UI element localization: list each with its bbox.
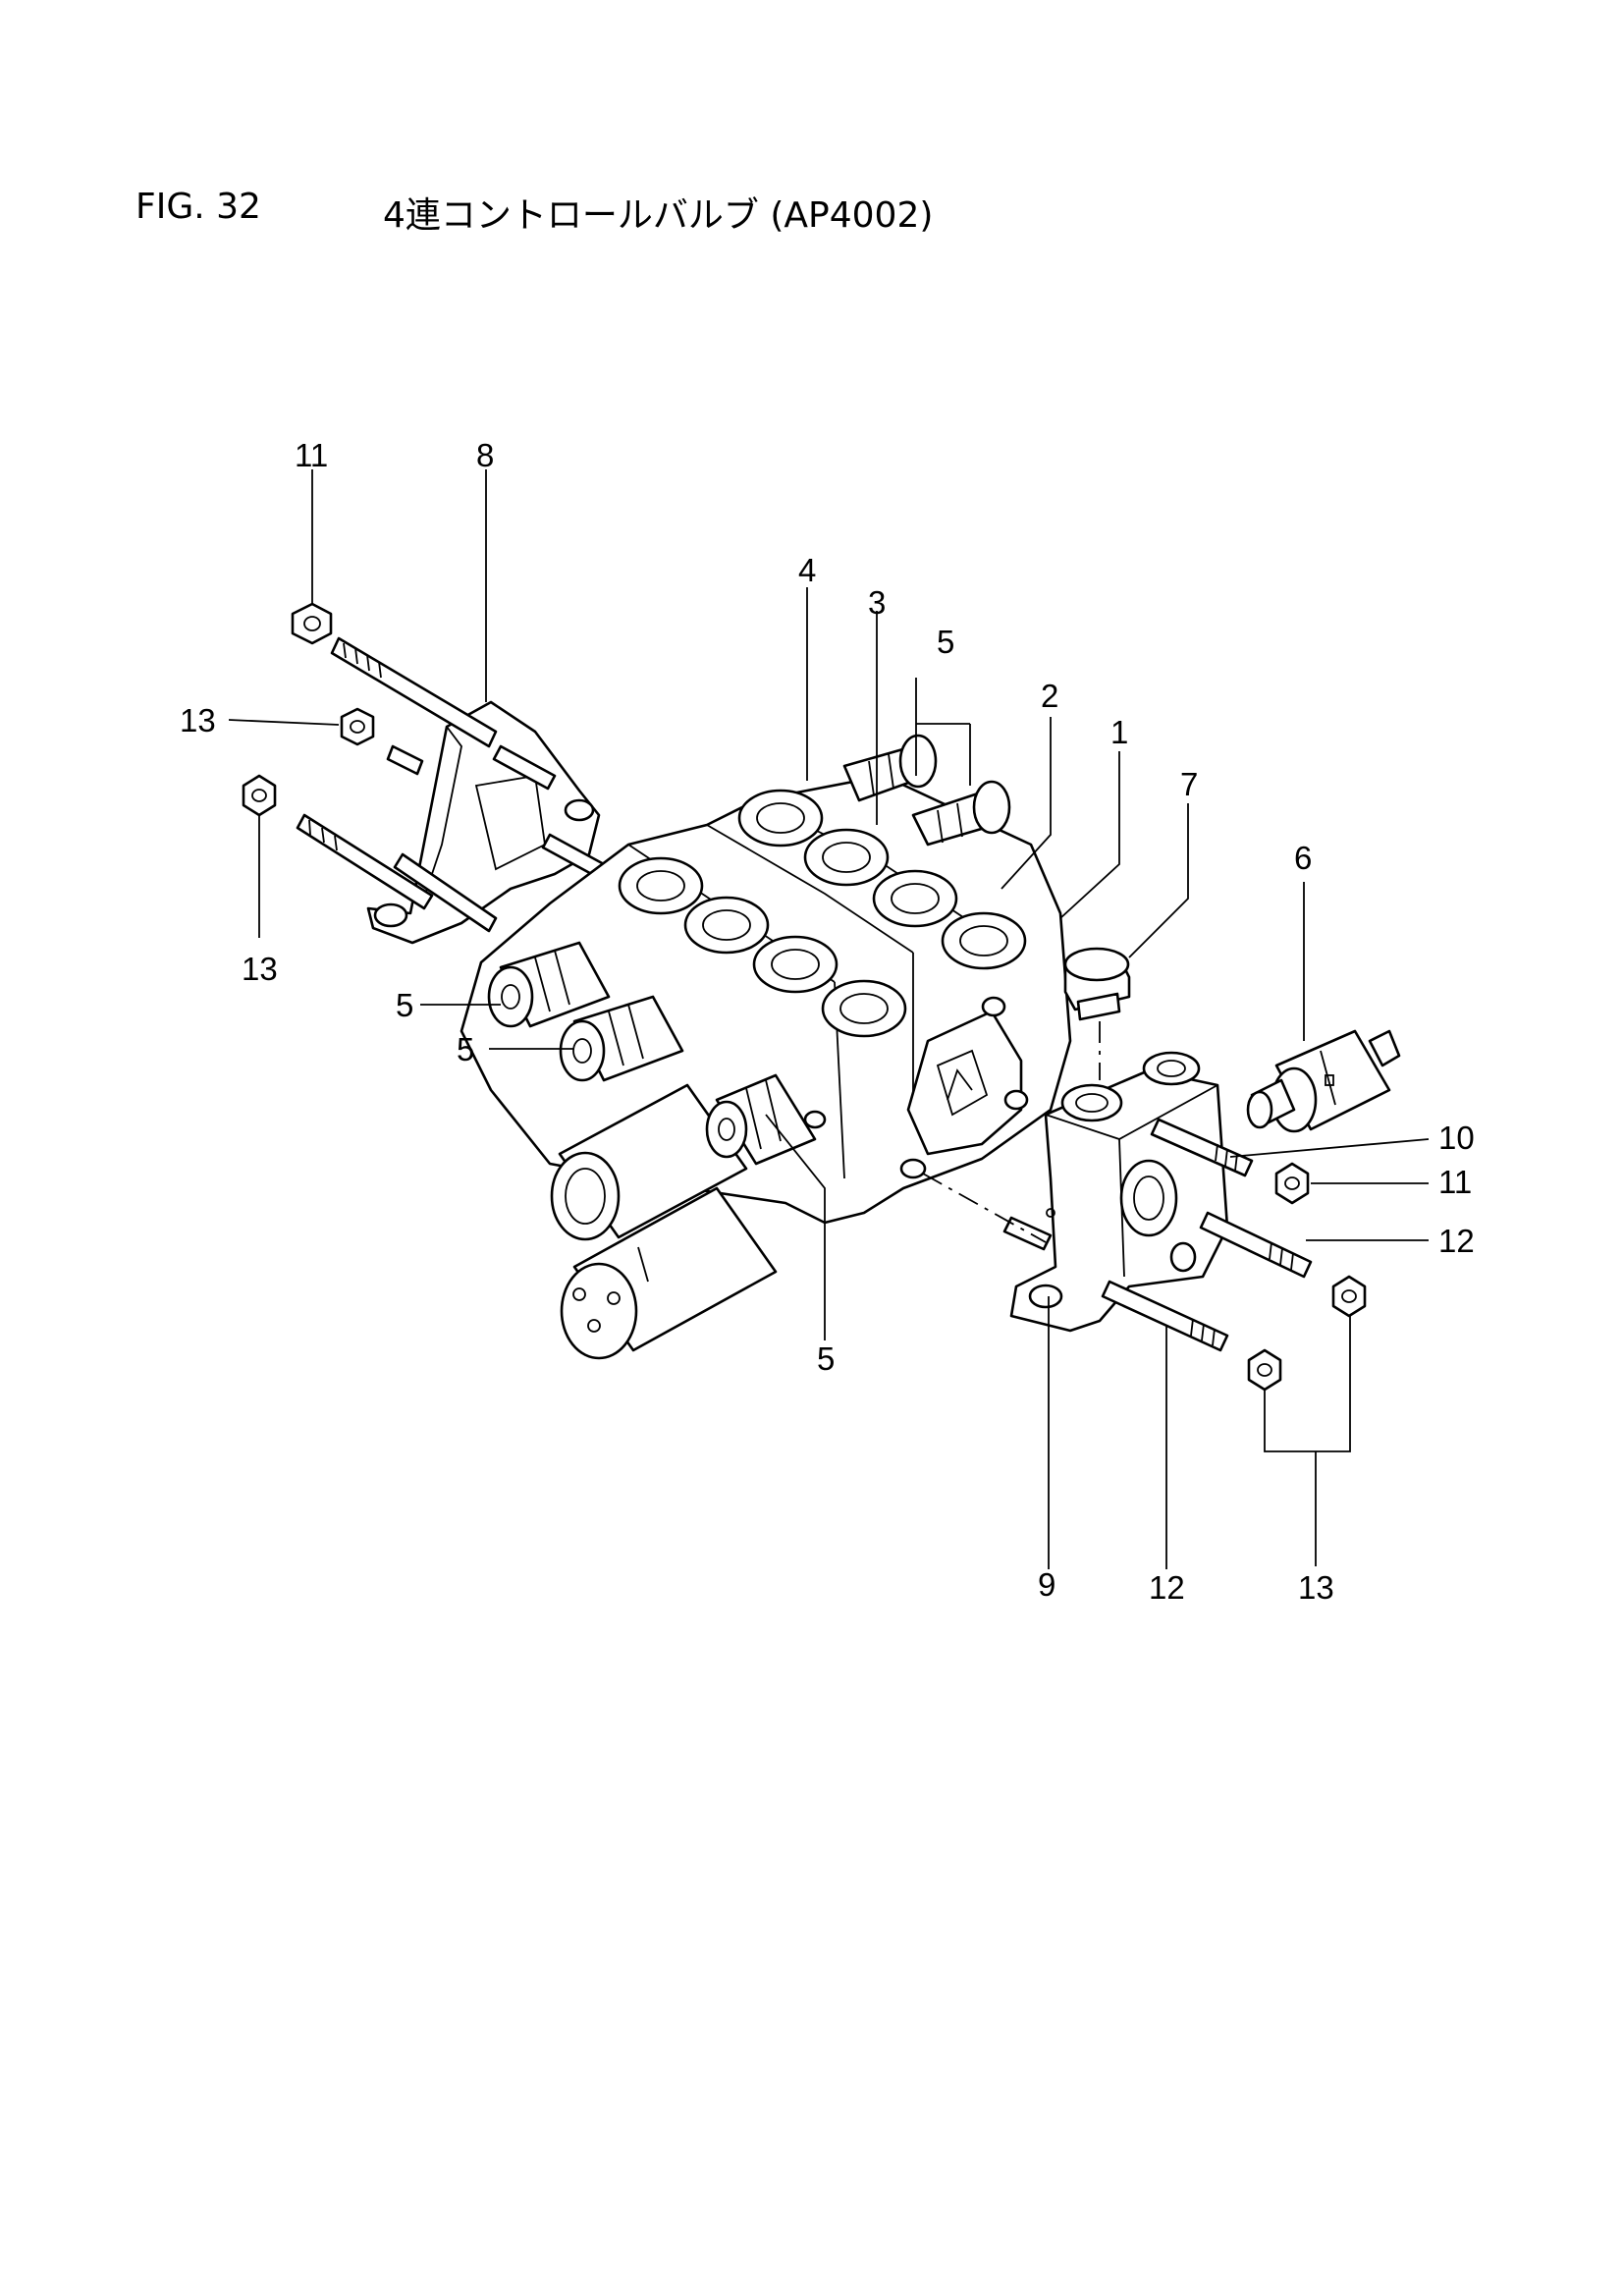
spool-caps-back [842, 734, 1011, 847]
leader-lines [228, 469, 1430, 1569]
callout-12-right: 12 [1438, 1223, 1475, 1259]
figure-number: FIG. 32 [135, 187, 261, 227]
plug [1063, 947, 1131, 1021]
callout-5-left-lower: 5 [457, 1031, 474, 1067]
callout-8: 8 [476, 437, 494, 473]
callout-2: 2 [1041, 678, 1058, 714]
spool-cap-bottom [705, 1073, 817, 1166]
callout-5-left-upper: 5 [396, 987, 413, 1023]
callout-9: 9 [1038, 1566, 1055, 1603]
relief-valve [1246, 1029, 1401, 1133]
bracket-plate [296, 636, 606, 945]
callout-13-bottom: 13 [1298, 1569, 1334, 1606]
callout-12-bottom: 12 [1149, 1569, 1185, 1606]
spool-cylinders [550, 1083, 778, 1360]
callout-5-top: 5 [937, 624, 954, 660]
callout-5-bottom: 5 [817, 1340, 835, 1377]
callout-11-top: 11 [295, 437, 328, 473]
tie-rods-right [1002, 1118, 1313, 1352]
hex-nut-right-lower [1331, 1275, 1367, 1318]
spool-caps-front [487, 941, 684, 1082]
callout-13-left: 13 [180, 702, 216, 738]
hex-nut-lower-left [242, 774, 277, 817]
figure-title: 4連コントロールバルブ (AP4002) [383, 195, 934, 236]
hex-nut-middle-left [340, 707, 375, 746]
callout-11-right: 11 [1438, 1164, 1472, 1200]
hex-nut-right-bottom [1247, 1348, 1282, 1392]
callout-6: 6 [1294, 840, 1312, 876]
callout-13-lower-left: 13 [242, 951, 278, 987]
callout-7: 7 [1180, 766, 1198, 802]
hex-nut-right-upper [1274, 1162, 1310, 1205]
callout-labels: 11 8 13 13 4 3 5 2 1 7 6 5 5 5 10 11 12 … [180, 437, 1475, 1606]
callout-3: 3 [868, 584, 886, 621]
callout-1: 1 [1110, 714, 1128, 750]
valve-body-assembly [460, 774, 1072, 1225]
callout-4: 4 [798, 552, 816, 588]
callout-10: 10 [1438, 1120, 1475, 1156]
hex-nut-upper-left [291, 602, 333, 645]
